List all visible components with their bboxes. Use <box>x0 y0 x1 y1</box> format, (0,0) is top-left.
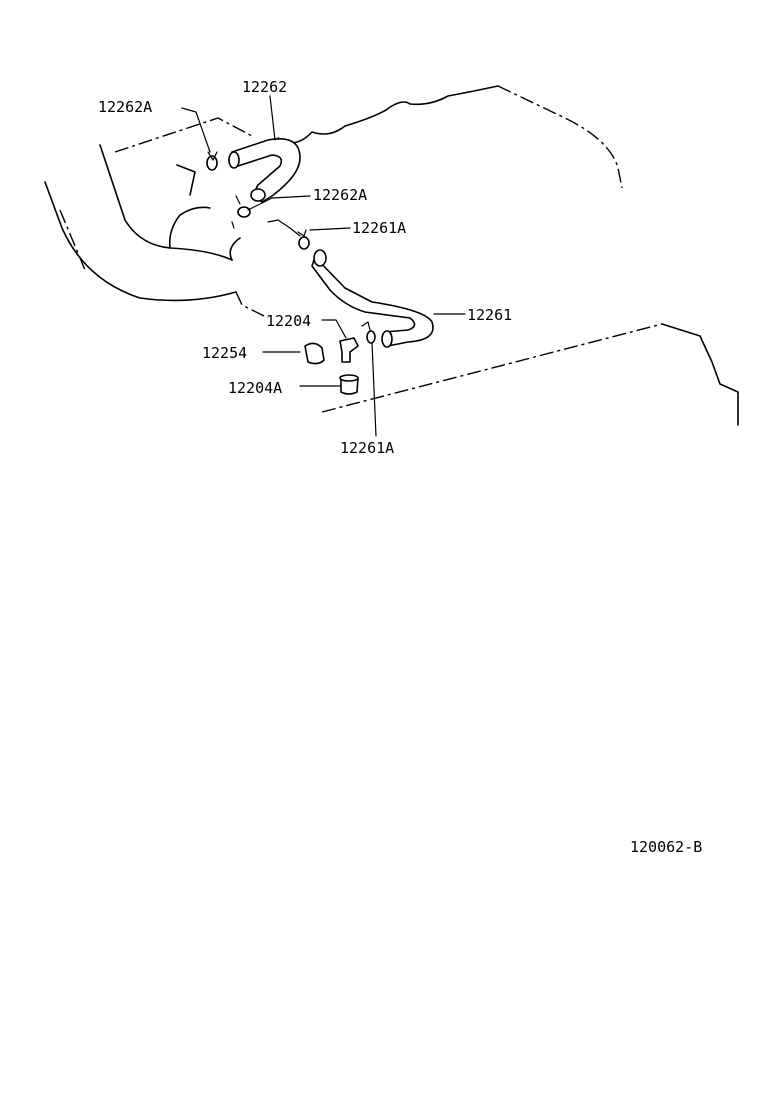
label-12204: 12204 <box>266 312 311 330</box>
label-12262: 12262 <box>242 78 287 96</box>
hose-12262 <box>228 138 301 203</box>
fitting-12204A <box>339 374 359 395</box>
valve-12204 <box>339 337 359 363</box>
label-12261A-bottom: 12261A <box>340 439 394 457</box>
label-12261: 12261 <box>467 306 512 324</box>
grommet-12254 <box>304 342 325 365</box>
clamp-parts <box>206 151 376 344</box>
label-12254: 12254 <box>202 344 247 362</box>
lower-engine-outline <box>321 323 739 426</box>
label-12204A: 12204A <box>228 379 282 397</box>
leader-lines <box>181 95 466 437</box>
label-12262A-mid: 12262A <box>313 186 367 204</box>
diagram-code: 120062-B <box>630 838 702 856</box>
label-12262A-top: 12262A <box>98 98 152 116</box>
engine-outline <box>44 85 623 319</box>
label-12261A-top: 12261A <box>352 219 406 237</box>
hose-12261 <box>311 249 434 348</box>
